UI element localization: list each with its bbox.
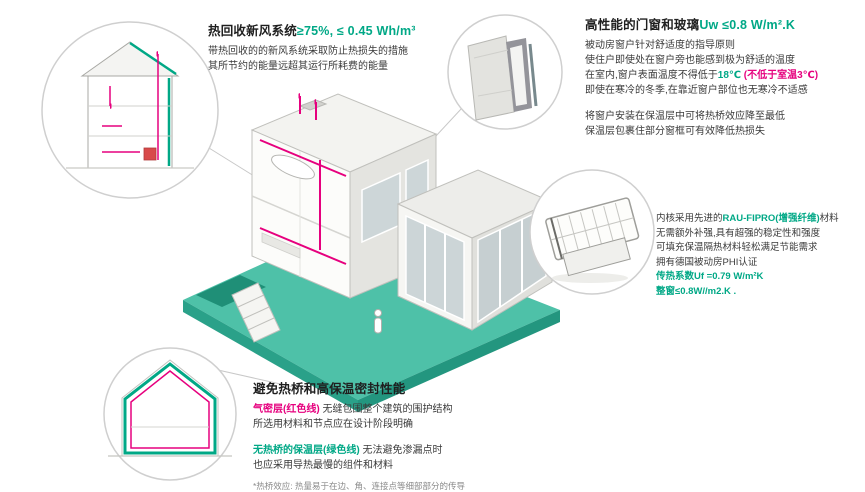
exterior-stairs xyxy=(231,282,281,343)
ventilation-line-2: 其所节约的能量远超其运行所耗费的能量 xyxy=(208,61,388,72)
rooftop-hrv-unit xyxy=(298,99,328,111)
windows-line-1: 被动房窗户针对舒适度的指导原则 xyxy=(585,40,735,51)
windows-line-5: 将窗户安装在保温层中可将热桥效应降至最低 xyxy=(585,111,785,122)
leader-line-windows xyxy=(435,107,463,137)
windows-line-4: 即使在寒冷的冬季,在靠近窗户部位也无寒冷不适感 xyxy=(585,85,808,96)
leader-line-thermal xyxy=(217,369,317,393)
ground-plane xyxy=(183,226,560,412)
lower-duct xyxy=(259,227,347,265)
glass-pane xyxy=(528,43,538,107)
ventilation-title-text: 热回收新风系统 xyxy=(208,24,297,38)
thermal-line-1b: 无缝包围整个建筑的围护结构 xyxy=(319,404,453,415)
section-line xyxy=(473,49,509,59)
profile-line-2: 无需额外补强,具有超强的稳定性和强度 xyxy=(656,227,821,239)
window-corner-icon xyxy=(467,35,538,121)
thermal-footnote: *热桥效应: 热量易于在边、角、连接点等细部部分的传导 xyxy=(253,481,466,491)
thermal-callout xyxy=(103,347,237,481)
thermal-callout-text: 避免热桥和高保温密封性能 气密层(红色线) 无缝包围整个建筑的围护结构 所选用材… xyxy=(253,378,553,492)
glass-wing xyxy=(396,169,554,331)
ground-right-edge xyxy=(358,310,560,412)
windows-title-value: Uw ≤0.8 W/m².K xyxy=(699,18,796,32)
sash-profile xyxy=(562,237,631,277)
ventilation-ducts xyxy=(259,96,347,265)
glass-facade xyxy=(477,206,547,324)
thermal-line-4: 也应采用导热最慢的组件和材料 xyxy=(253,460,393,471)
windows-line-6: 保温层包裹住部分窗框可有效降低热损失 xyxy=(585,126,765,137)
windows-line-3: 在室内,窗户表面温度不得低于18℃ (不低于室温3℃) xyxy=(585,68,863,83)
windows-callout xyxy=(447,14,563,130)
gasket xyxy=(550,217,563,259)
thermal-title: 避免热桥和高保温密封性能 xyxy=(253,382,406,396)
profile-line-1b: RAU-FIPRO(增强纤维) xyxy=(722,213,820,224)
profile-line-1c: 材料 xyxy=(819,213,839,224)
kitchen-counter xyxy=(261,232,301,259)
roof-insulation-accent xyxy=(129,41,177,76)
profile-line-4: 拥有德国被动房PHI认证 xyxy=(656,256,758,268)
windows-line-3c: (不低于室温3℃) xyxy=(741,70,819,81)
profile-line-3: 可填充保温隔热材料轻松满足节能需求 xyxy=(656,242,818,253)
ventilation-callout-text: 热回收新风系统≥75%, ≤ 0.45 Wh/m³ 带热回收的的新风系统采取防止… xyxy=(208,20,458,74)
leader-line-ventilation xyxy=(208,147,255,177)
ground-left-edge xyxy=(183,300,358,412)
stair-step xyxy=(237,294,265,308)
thermal-house-icon xyxy=(108,359,232,457)
section-line xyxy=(477,89,513,97)
ventilation-title-value: ≥75%, ≤ 0.45 Wh/m³ xyxy=(296,24,416,38)
bathtub xyxy=(271,154,315,180)
profile-uw-value: 整窗≤0.8W//m2.K . xyxy=(656,285,737,297)
profile-callout-text: 内核采用先进的RAU-FIPRO(增强纤维)材料 无需额外补强,具有超强的稳定性… xyxy=(656,212,862,299)
airtight-red-line xyxy=(130,370,210,449)
upper-duct xyxy=(259,139,347,177)
basement-cut xyxy=(196,275,266,307)
floor-slab-line xyxy=(251,195,351,239)
windows-title-text: 高性能的门窗和玻璃 xyxy=(585,18,700,32)
person-body xyxy=(374,317,382,334)
mini-walls xyxy=(87,75,173,169)
person-head xyxy=(374,309,382,317)
windows-line-3a: 在室内,窗户表面温度不得低于 xyxy=(585,70,718,81)
chamber-line xyxy=(550,217,634,241)
profile-callout xyxy=(529,169,655,295)
windows-line-2: 使住户即使处在窗户旁也能感到极为舒适的温度 xyxy=(585,55,795,66)
sash-section xyxy=(510,45,527,106)
profile-line-1a: 内核采用先进的 xyxy=(656,213,723,224)
stair-step xyxy=(242,306,270,320)
thermal-line-3b: 无法避免渗漏点时 xyxy=(359,445,443,456)
windows-line-3b: 18℃ xyxy=(717,70,742,81)
thermal-line-1a: 气密层(红色线) xyxy=(253,404,320,415)
insulation-green-line xyxy=(123,362,217,455)
person-figure xyxy=(374,309,382,334)
ground-top-face xyxy=(183,226,560,400)
thermal-line-2: 所选用材料和节点应在设计阶段明确 xyxy=(253,419,413,430)
profile-shadow xyxy=(552,273,628,283)
stair-step xyxy=(247,317,275,331)
windows-callout-text: 高性能的门窗和玻璃Uw ≤0.8 W/m².K 被动房窗户针对舒适度的指导原则 … xyxy=(585,14,863,139)
thermal-line-3a: 无热桥的保温层(绿色线) xyxy=(253,445,360,456)
profile-line-1: 内核采用先进的RAU-FIPRO(增强纤维)材料 xyxy=(656,212,862,227)
ventilation-house-icon xyxy=(66,41,194,169)
hrv-unit xyxy=(143,147,157,161)
house-illustration xyxy=(183,94,560,412)
ventilation-callout xyxy=(41,21,219,199)
ventilation-line-1: 带热回收的的新风系统采取防止热损失的措施 xyxy=(208,46,408,57)
windows-title: 高性能的门窗和玻璃Uw ≤0.8 W/m².K xyxy=(585,14,863,33)
window-profile-icon xyxy=(545,197,640,277)
thermal-line-1: 气密层(红色线) 无缝包围整个建筑的围护结构 xyxy=(253,402,553,417)
ventilation-title: 热回收新风系统≥75%, ≤ 0.45 Wh/m³ xyxy=(208,20,458,39)
thermal-line-3: 无热桥的保温层(绿色线) 无法避免渗漏点时 xyxy=(253,443,553,458)
profile-uf-value: 传热系数Uf =0.79 W/m²K xyxy=(656,271,764,282)
